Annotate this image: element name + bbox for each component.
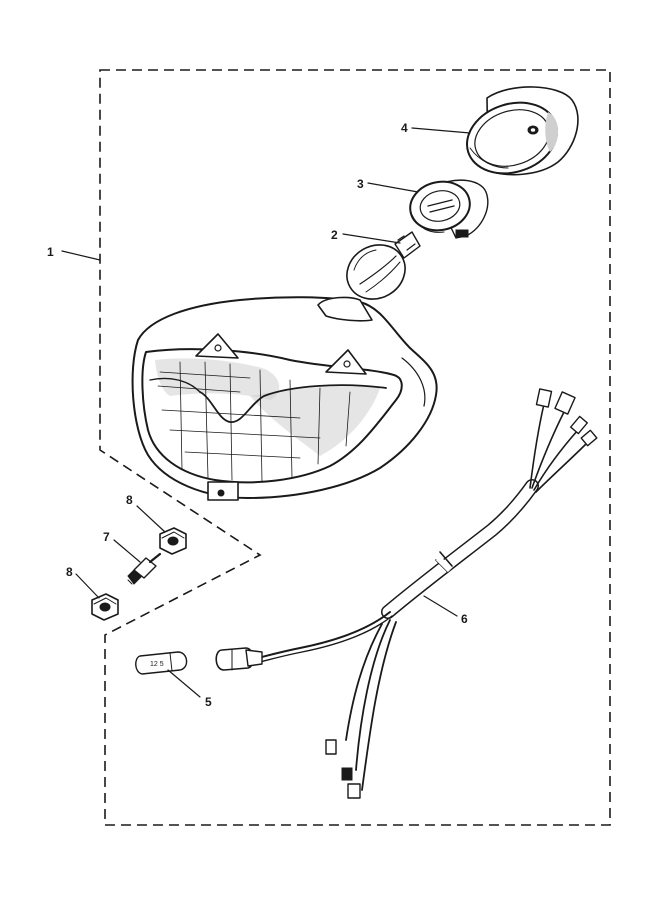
bulb-holder <box>409 179 489 239</box>
callout-8-lower: 8 <box>66 565 73 579</box>
nut-lower <box>91 593 119 621</box>
main-bulb <box>346 231 421 300</box>
lens-texture <box>155 358 380 483</box>
rear-cover-shell <box>466 86 579 176</box>
callout-4: 4 <box>401 121 408 135</box>
callout-5: 5 <box>205 695 212 709</box>
callout-3: 3 <box>357 177 364 191</box>
leader-lines <box>61 127 471 698</box>
callout-2: 2 <box>331 228 338 242</box>
pilot-bulb: 12 5 <box>135 651 188 675</box>
pilot-bulb-marking: 12 5 <box>150 661 164 668</box>
callout-7: 7 <box>103 530 110 544</box>
assembly-boundary <box>99 69 611 826</box>
headlamp-body <box>131 296 438 501</box>
harness-socket <box>215 647 263 671</box>
nut-upper <box>159 527 187 555</box>
callout-1: 1 <box>47 245 54 259</box>
callout-6: 6 <box>461 612 468 626</box>
wiring-harness <box>215 388 598 799</box>
callout-8-upper: 8 <box>126 493 133 507</box>
mounting-stud <box>127 552 162 585</box>
